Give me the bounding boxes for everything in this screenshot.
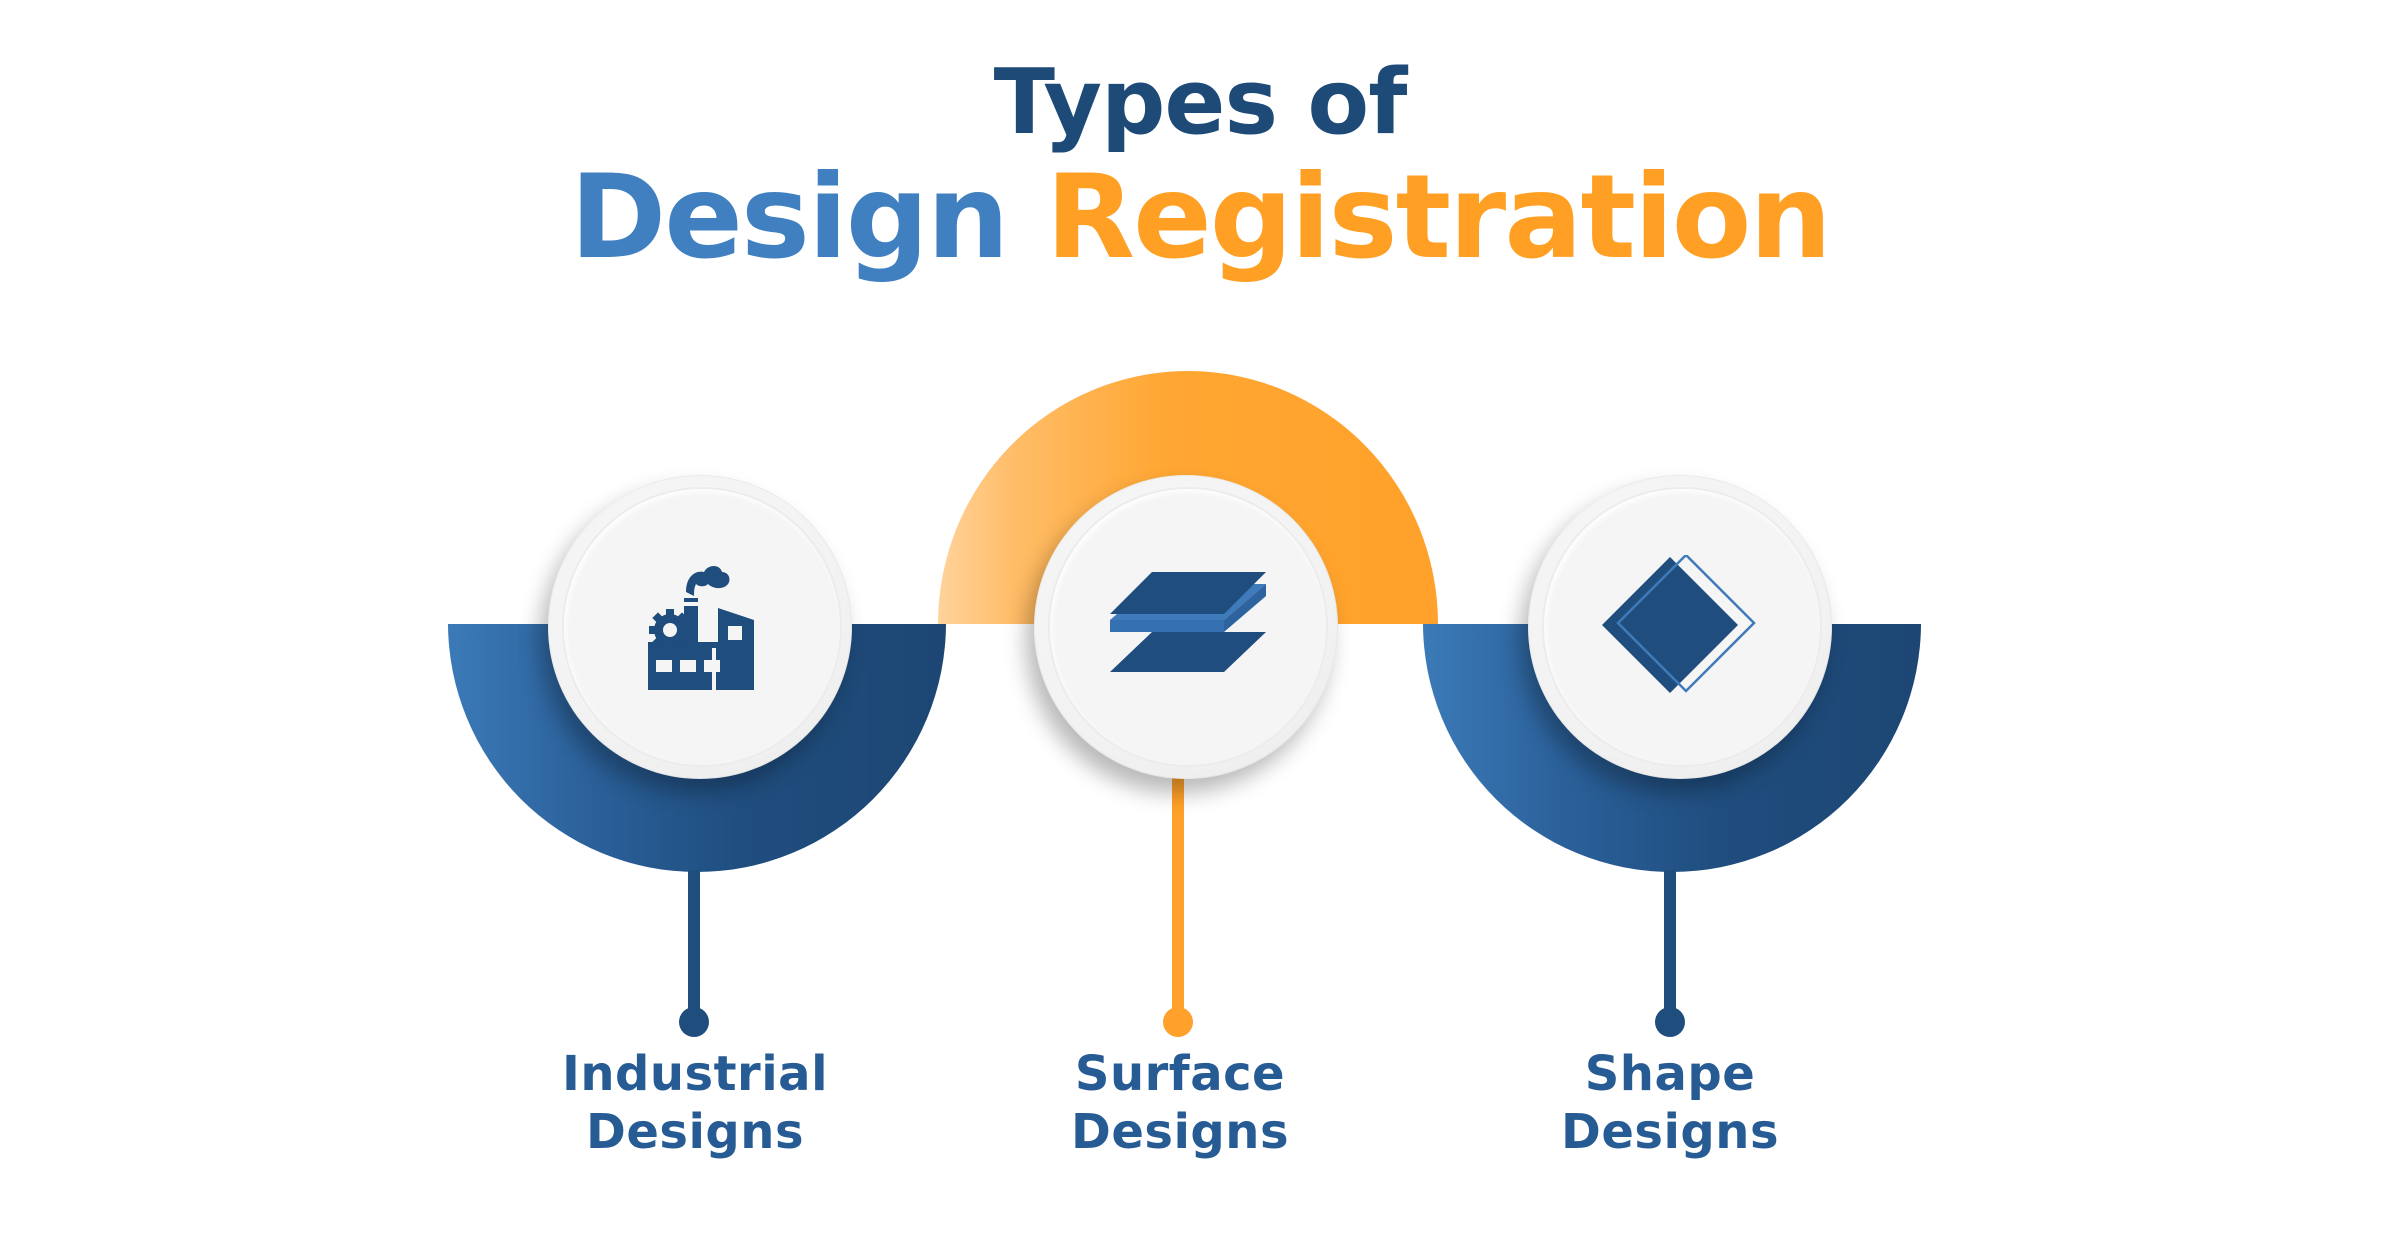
industrial-label-line1: Industrial bbox=[561, 1046, 829, 1102]
shape-label-line2: Designs bbox=[1560, 1104, 1780, 1160]
diamond-shape-icon bbox=[1602, 555, 1756, 693]
surface-connector-stem bbox=[1172, 772, 1184, 1020]
layers-icon bbox=[1110, 572, 1266, 672]
surface-badge bbox=[1034, 475, 1338, 779]
title-design-registration: Design Registration bbox=[0, 160, 2400, 276]
industrial-connector-stem bbox=[688, 870, 700, 1020]
shape-connector-stem bbox=[1664, 870, 1676, 1020]
title-word-design: Design bbox=[569, 150, 1009, 285]
industrial-connector-dot bbox=[679, 1007, 709, 1037]
surface-designs-label: Surface Designs bbox=[1000, 1045, 1360, 1161]
industrial-badge-face bbox=[564, 489, 840, 765]
shape-badge-face bbox=[1544, 489, 1820, 765]
title-word-registration: Registration bbox=[1045, 150, 1832, 285]
shape-label-line1: Shape bbox=[1584, 1046, 1756, 1102]
surface-connector-dot bbox=[1163, 1007, 1193, 1037]
surface-label-line1: Surface bbox=[1074, 1046, 1286, 1102]
industrial-badge bbox=[548, 475, 852, 779]
shape-designs-label: Shape Designs bbox=[1490, 1045, 1850, 1161]
factory-icon bbox=[648, 566, 754, 690]
industrial-label-line2: Designs bbox=[585, 1104, 805, 1160]
surface-label-line2: Designs bbox=[1070, 1104, 1290, 1160]
surface-badge-face bbox=[1050, 489, 1326, 765]
shape-badge bbox=[1528, 475, 1832, 779]
industrial-designs-label: Industrial Designs bbox=[515, 1045, 875, 1161]
title-types-of: Types of bbox=[993, 50, 1408, 155]
shape-connector-dot bbox=[1655, 1007, 1685, 1037]
